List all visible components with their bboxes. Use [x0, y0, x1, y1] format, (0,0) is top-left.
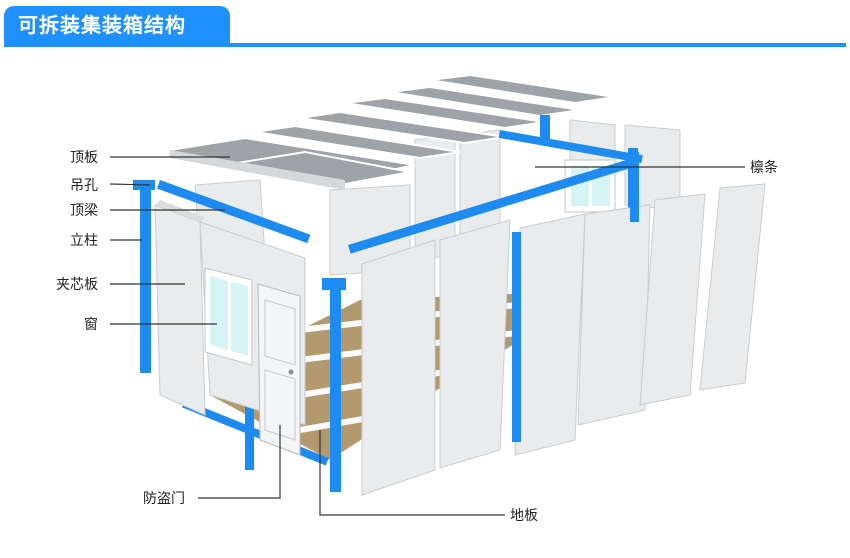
label-top-beam: 顶梁 [70, 203, 98, 219]
front-posts [512, 152, 639, 442]
label-column: 立柱 [70, 233, 98, 249]
label-sandwich-panel: 夹芯板 [56, 277, 98, 293]
label-security-door: 防盗门 [143, 491, 185, 507]
security-door [257, 283, 301, 456]
front-wall-panels [361, 183, 766, 496]
page-title: 可拆装集装箱结构 [4, 6, 230, 44]
left-window [204, 267, 253, 366]
leader-lines [109, 156, 745, 516]
label-roof-panel: 顶板 [70, 150, 98, 166]
label-floor: 地板 [510, 508, 538, 524]
title-underline [4, 43, 846, 47]
label-purlin: 檩条 [750, 159, 778, 176]
label-lifting-hole: 吊孔 [70, 178, 98, 194]
roof-panels [169, 73, 616, 190]
label-window: 窗 [84, 316, 98, 333]
